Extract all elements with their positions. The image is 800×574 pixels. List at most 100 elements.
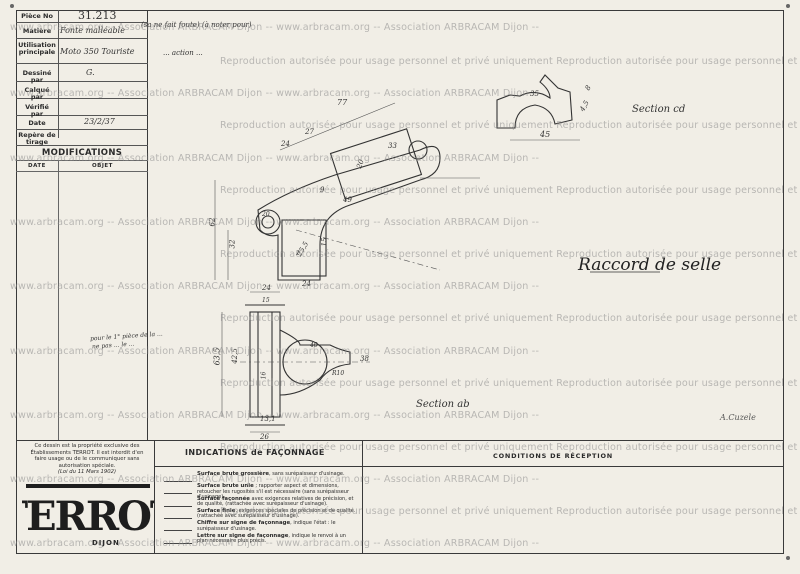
matiere-note: (sa ne fait foute) (à noter pour) bbox=[141, 21, 252, 29]
indication-item-title: Surface brute unie bbox=[197, 483, 254, 490]
dim-15: 15 bbox=[320, 237, 329, 247]
verifie-label: Vérifié par bbox=[25, 103, 49, 118]
indication-item-title: Chiffre sur signe de façonnage bbox=[197, 520, 291, 527]
dim-24b: 24 bbox=[302, 280, 311, 288]
watermark-text: Reproduction autorisée pour usage person… bbox=[220, 249, 800, 260]
watermark-text: Reproduction autorisée pour usage person… bbox=[220, 506, 800, 517]
facon-symbol-icon bbox=[164, 498, 192, 507]
dim-33: 33 bbox=[388, 142, 397, 150]
dim-r10: R10 bbox=[332, 370, 345, 377]
matiere-value: Fonte malléable bbox=[60, 26, 125, 35]
dim-20-dia: 20 bbox=[262, 211, 270, 218]
indication-item-title: Surface façonnée bbox=[197, 495, 250, 502]
indication-item-text: , exigences spéciales de précision et de… bbox=[197, 507, 356, 520]
indication-item-text: avec exigences relatives de précision, e… bbox=[197, 495, 354, 508]
indication-item-title: Lettre sur signe de façonnage bbox=[197, 532, 289, 539]
bottom-divider bbox=[362, 440, 364, 554]
brand-city: DIJON bbox=[92, 539, 120, 547]
facon-symbol-icon bbox=[164, 485, 192, 495]
watermark-text: www.arbracam.org -- Association ARBRACAM… bbox=[10, 22, 540, 33]
dim-15b: 15 bbox=[262, 297, 270, 304]
indication-item-title: Surface brute grossière bbox=[197, 471, 270, 477]
row-calque: Calqué par bbox=[16, 82, 148, 101]
indication-item-text: , indique le renvoi à un plan nécessaire… bbox=[197, 532, 346, 544]
row-matiere: Matière Fonte malléable bbox=[16, 23, 148, 39]
indication-item-text: , indique l'état : le surépaisseur d'usi… bbox=[197, 520, 336, 532]
bore-right bbox=[408, 140, 428, 160]
utilisation-label: Utilisation principale bbox=[18, 41, 56, 56]
terrot-logo: TERROT bbox=[22, 484, 154, 540]
dim-24c: 24 bbox=[262, 284, 271, 292]
sheet-frame bbox=[16, 10, 784, 554]
legal-notice: Ce dessin est la propriété exclusive des… bbox=[24, 443, 150, 476]
matiere-label: Matière bbox=[22, 27, 52, 35]
dim-2: 2 bbox=[296, 250, 300, 257]
dim-24a: 24 bbox=[281, 140, 290, 148]
watermark-text: www.arbracam.org -- Association ARBRACAM… bbox=[10, 217, 540, 228]
row-date: Date 23/2/37 bbox=[16, 116, 148, 130]
elevation-arm bbox=[279, 329, 351, 396]
signature: A.Cuzele bbox=[720, 413, 756, 422]
boss-rectangle bbox=[329, 128, 423, 200]
dessine-value: G. bbox=[86, 68, 95, 77]
section-ab-label: Section ab bbox=[416, 399, 470, 410]
dim-27: 27 bbox=[305, 128, 314, 136]
watermark-text: Reproduction autorisée pour usage person… bbox=[220, 185, 800, 196]
corner-mark bbox=[10, 4, 14, 8]
logo-text: TERROT bbox=[22, 493, 154, 540]
row-verifie: Vérifié par bbox=[16, 99, 148, 118]
watermark-text: www.arbracam.org -- Association ARBRACAM… bbox=[10, 153, 540, 164]
utilisation-value: Moto 350 Touriste bbox=[60, 47, 135, 56]
indication-item: Surface façonnée avec exigences relative… bbox=[197, 495, 357, 508]
facon-symbol-icon bbox=[164, 535, 192, 544]
dim-9: 9 bbox=[320, 186, 325, 194]
dessine-label: Dessiné par bbox=[22, 69, 52, 84]
watermark-text: Reproduction autorisée pour usage person… bbox=[220, 313, 800, 324]
modifications-rule bbox=[16, 160, 148, 161]
indication-item-text: , sans surépaisseur d'usinage. bbox=[269, 471, 345, 477]
watermark-text: www.arbracam.org -- Association ARBRACAM… bbox=[10, 346, 540, 357]
watermark-text: www.arbracam.org -- Association ARBRACAM… bbox=[10, 410, 540, 421]
modifications-col-date: DATE bbox=[28, 163, 46, 169]
modifications-rule bbox=[16, 171, 148, 172]
indication-item: Surface brute unie ; rapporter aspect et… bbox=[197, 484, 357, 501]
bore-left-inner bbox=[261, 215, 275, 229]
indication-item: Lettre sur signe de façonnage, indique l… bbox=[197, 532, 357, 545]
title-block: Pièce No 31.213 Matière Fonte malléable … bbox=[16, 9, 148, 440]
indication-item-title: Surface finie bbox=[197, 507, 236, 514]
facon-symbol-icon bbox=[164, 473, 192, 482]
watermark-text: www.arbracam.org -- Association ARBRACAM… bbox=[10, 538, 540, 549]
watermark-text: www.arbracam.org -- Association ARBRACAM… bbox=[10, 88, 540, 99]
legal-law: (Loi du 11 Mars 1902) bbox=[57, 469, 117, 475]
corner-mark bbox=[786, 556, 790, 560]
bottom-divider bbox=[154, 440, 156, 554]
watermark-text: www.arbracam.org -- Association ARBRACAM… bbox=[10, 281, 540, 292]
dim-45: 45 bbox=[540, 130, 551, 139]
indications-rule bbox=[155, 466, 362, 467]
indication-item: Surface finie, exigences spéciales de pr… bbox=[197, 507, 357, 520]
section-cd-profile bbox=[496, 74, 573, 129]
dim-line-77 bbox=[279, 102, 396, 151]
indication-item: Chiffre sur signe de façonnage, indique … bbox=[197, 520, 357, 532]
bracket-outline bbox=[257, 145, 441, 281]
title-block-divider bbox=[58, 10, 59, 138]
facon-symbol-icon bbox=[164, 510, 192, 519]
dim-13-1: 13,1 bbox=[260, 415, 276, 423]
modifications-divider bbox=[58, 160, 59, 440]
watermark-text: Reproduction autorisée pour usage person… bbox=[220, 378, 800, 389]
row-piece-no: Pièce No 31.213 bbox=[16, 9, 148, 23]
piece-no-label: Pièce No bbox=[21, 12, 53, 20]
row-utilisation: Utilisation principale Moto 350 Touriste bbox=[16, 39, 148, 64]
modifications-title: MODIFICATIONS bbox=[41, 148, 123, 158]
date-label: Date bbox=[28, 119, 46, 127]
section-rectangle bbox=[281, 219, 327, 277]
dim-38: 38 bbox=[360, 355, 369, 363]
utilisation-note: ... action ... bbox=[163, 49, 203, 57]
bore-left bbox=[255, 209, 281, 235]
dim-77: 77 bbox=[337, 98, 348, 107]
dim-40: 40 bbox=[310, 342, 318, 349]
dim-35: 35 bbox=[530, 90, 539, 98]
indication-item: Surface brute grossière, sans surépaisse… bbox=[197, 471, 357, 478]
piece-no-value: 31.213 bbox=[78, 9, 117, 22]
